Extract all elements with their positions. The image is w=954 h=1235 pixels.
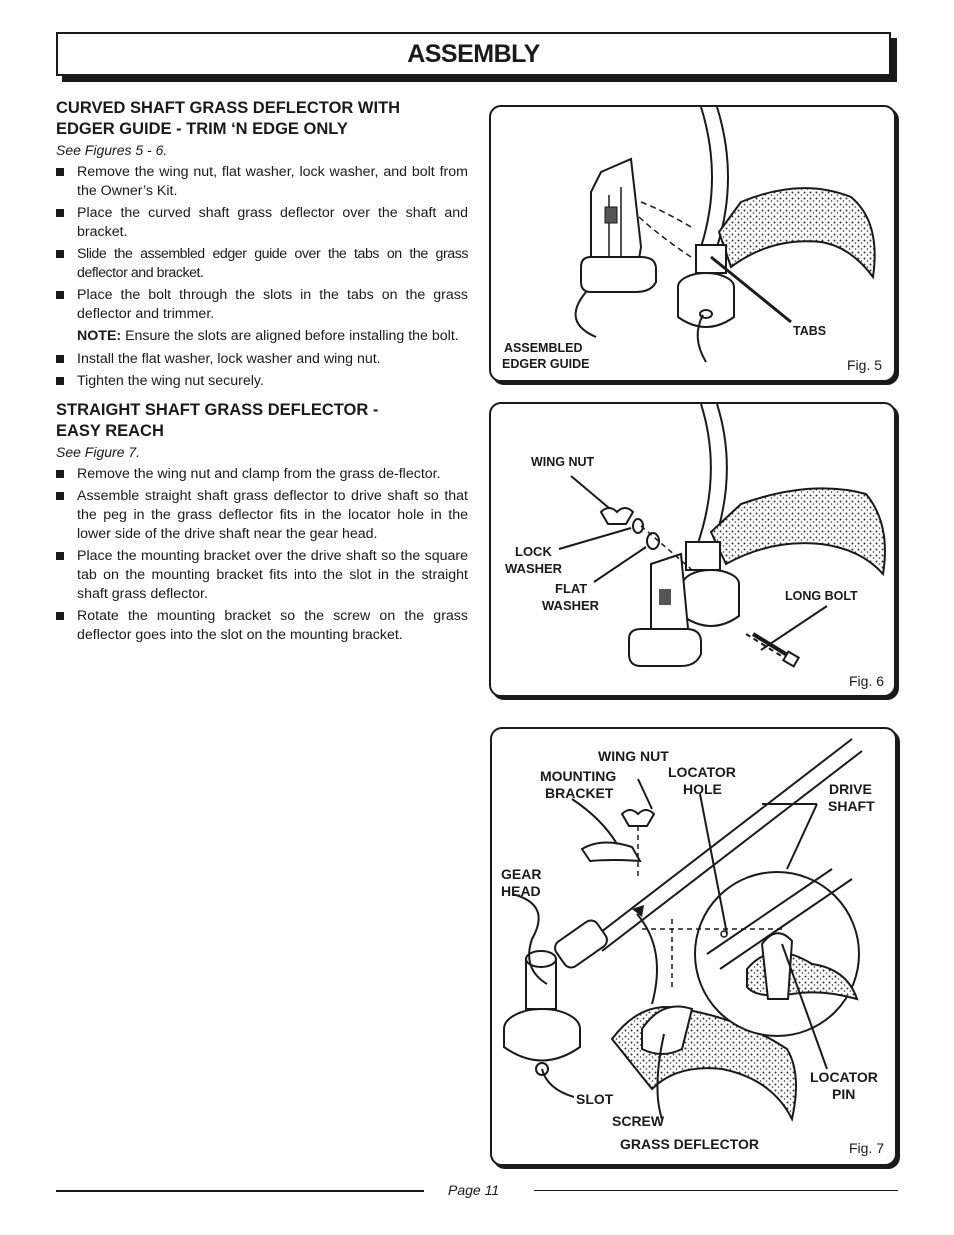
figure-reference: See Figure 7. bbox=[56, 444, 141, 460]
bracket-shape bbox=[695, 244, 727, 274]
instruction-list: Remove the wing nut, flat washer, lock w… bbox=[56, 163, 468, 324]
shaft-line bbox=[700, 107, 713, 248]
bullet-square-icon bbox=[56, 168, 64, 176]
label-grass-deflector: GRASS DEFLECTOR bbox=[620, 1136, 759, 1152]
label-lock-washer: WASHER bbox=[505, 561, 563, 576]
figure-number: Fig. 5 bbox=[847, 357, 883, 373]
list-item: Slide the assembled edger guide over the… bbox=[56, 245, 468, 283]
list-item: Rotate the mounting bracket so the screw… bbox=[56, 607, 468, 645]
list-item: Tighten the wing nut securely. bbox=[56, 372, 468, 391]
list-item: Remove the wing nut, flat washer, lock w… bbox=[56, 163, 468, 201]
list-item: Assemble straight shaft grass deflector … bbox=[56, 487, 468, 544]
section-title: CURVED SHAFT GRASS DEFLECTOR WITH EDGER … bbox=[56, 99, 401, 138]
footer-rule-right bbox=[534, 1190, 898, 1191]
label-assembled-edger-guide: ASSEMBLED bbox=[504, 341, 582, 355]
label-drive-shaft: DRIVE bbox=[829, 781, 872, 797]
instruction-list: Remove the wing nut and clamp from the g… bbox=[56, 465, 468, 645]
bullet-square-icon bbox=[56, 355, 64, 363]
label-slot: SLOT bbox=[576, 1091, 614, 1107]
list-item: Remove the wing nut and clamp from the g… bbox=[56, 465, 468, 484]
figure-5-illustration: ASSEMBLED EDGER GUIDE TABS bbox=[502, 107, 876, 371]
label-gear-head: HEAD bbox=[501, 883, 541, 899]
list-item: Place the mounting bracket over the driv… bbox=[56, 547, 468, 604]
label-locator-hole: LOCATOR bbox=[668, 764, 736, 780]
instruction-list: Install the flat washer, lock washer and… bbox=[56, 350, 468, 391]
wing-nut-shape bbox=[599, 507, 635, 525]
label-locator-hole: HOLE bbox=[683, 781, 722, 797]
label-wing-nut: WING NUT bbox=[598, 748, 669, 764]
label-drive-shaft: SHAFT bbox=[828, 798, 875, 814]
label-long-bolt: LONG BOLT bbox=[785, 589, 858, 603]
figure-number: Fig. 6 bbox=[849, 673, 885, 689]
section-straight-shaft: STRAIGHT SHAFT GRASS DEFLECTOR - EASY RE… bbox=[56, 400, 468, 645]
label-mounting-bracket: BRACKET bbox=[545, 785, 614, 801]
list-item: Install the flat washer, lock washer and… bbox=[56, 350, 468, 369]
instructions-column: CURVED SHAFT GRASS DEFLECTOR WITH EDGER … bbox=[56, 98, 468, 648]
label-lock-washer: LOCK bbox=[515, 544, 552, 559]
note-text: NOTE: Ensure the slots are aligned befor… bbox=[77, 328, 459, 344]
label-gear-head: GEAR bbox=[501, 866, 541, 882]
footer-rule-left bbox=[56, 1190, 424, 1192]
list-item: Place the curved shaft grass deflector o… bbox=[56, 204, 468, 242]
bullet-square-icon bbox=[56, 250, 64, 258]
bullet-square-icon bbox=[56, 209, 64, 217]
bullet-square-icon bbox=[56, 291, 64, 299]
section-title: STRAIGHT SHAFT GRASS DEFLECTOR - EASY RE… bbox=[56, 401, 379, 440]
label-screw: SCREW bbox=[612, 1113, 665, 1129]
label-flat-washer: FLAT bbox=[555, 581, 587, 596]
section-curved-shaft: CURVED SHAFT GRASS DEFLECTOR WITH EDGER … bbox=[56, 98, 468, 391]
bullet-square-icon bbox=[56, 470, 64, 478]
bullet-square-icon bbox=[56, 492, 64, 500]
figure-7-illustration: WING NUT MOUNTING BRACKET LOCATOR HOLE D… bbox=[501, 738, 878, 1152]
label-locator-pin: LOCATOR bbox=[810, 1069, 878, 1085]
label-mounting-bracket: MOUNTING bbox=[540, 768, 616, 784]
label-flat-washer: WASHER bbox=[542, 598, 600, 613]
label-tabs: TABS bbox=[793, 324, 826, 338]
figure-5-panel: ASSEMBLED EDGER GUIDE TABS Fig. 5 bbox=[489, 105, 896, 382]
bullet-square-icon bbox=[56, 612, 64, 620]
page-number: Page 11 bbox=[448, 1182, 500, 1198]
label-wing-nut: WING NUT bbox=[531, 455, 595, 469]
figure-6-illustration: WING NUT LOCK WASHER FLAT WASHER LONG BO… bbox=[505, 404, 886, 668]
figure-7-panel: WING NUT MOUNTING BRACKET LOCATOR HOLE D… bbox=[490, 727, 897, 1166]
bullet-square-icon bbox=[56, 552, 64, 560]
label-assembled-edger-guide: EDGER GUIDE bbox=[502, 357, 590, 371]
figure-number: Fig. 7 bbox=[849, 1140, 885, 1156]
grass-deflector-shape bbox=[717, 187, 876, 280]
page-title: ASSEMBLY bbox=[407, 39, 540, 68]
list-item: Place the bolt through the slots in the … bbox=[56, 286, 468, 324]
figure-reference: See Figures 5 - 6. bbox=[56, 142, 168, 158]
label-locator-pin: PIN bbox=[832, 1086, 855, 1102]
figure-6-panel: WING NUT LOCK WASHER FLAT WASHER LONG BO… bbox=[489, 402, 896, 697]
page-header-banner: ASSEMBLY bbox=[56, 32, 891, 76]
bullet-square-icon bbox=[56, 377, 64, 385]
